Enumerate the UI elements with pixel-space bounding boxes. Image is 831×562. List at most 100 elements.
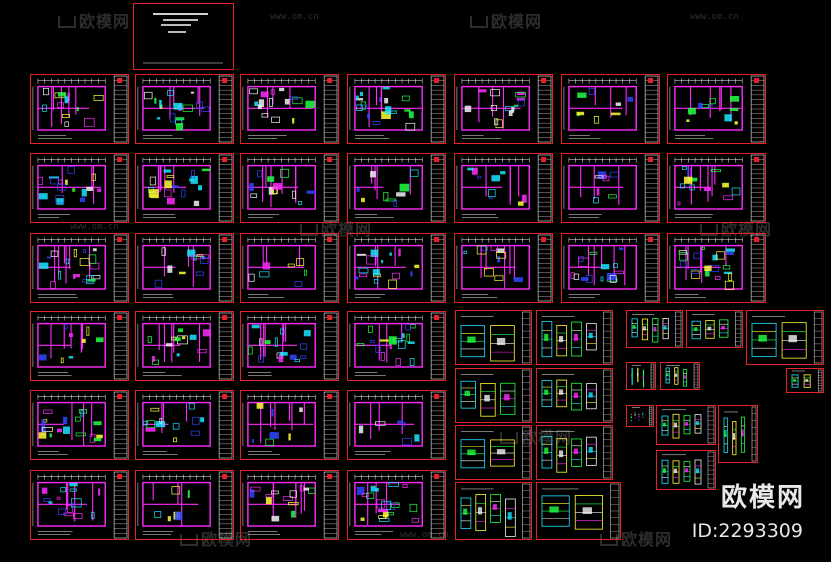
detail-sheet[interactable] [686, 310, 743, 348]
floor-plan-sheet[interactable] [667, 74, 766, 144]
watermark-text: 欧模网 [79, 12, 131, 31]
floor-plan-sheet[interactable] [347, 74, 446, 144]
floor-plan-sheet[interactable] [240, 390, 339, 460]
watermark-url: www.om.cn [270, 12, 319, 22]
sheet-drawing [30, 311, 129, 381]
house-logo-icon [58, 16, 76, 28]
sheet-drawing [135, 74, 234, 144]
floor-plan-sheet[interactable] [240, 74, 339, 144]
house-logo-icon [300, 224, 318, 236]
floor-plan-sheet[interactable] [135, 233, 234, 303]
brand-logo-text: 欧模网 [720, 483, 805, 513]
sheet-drawing [30, 233, 129, 303]
floor-plan-sheet[interactable] [240, 311, 339, 381]
sheet-drawing [240, 470, 339, 540]
detail-sheet[interactable] [536, 368, 613, 423]
sheet-drawing [240, 390, 339, 460]
sheet-drawing [240, 153, 339, 223]
watermark-url: www.om.cn [70, 222, 119, 232]
floor-plan-sheet[interactable] [135, 470, 234, 540]
floor-plan-sheet[interactable] [240, 470, 339, 540]
detail-sheet[interactable] [660, 362, 700, 390]
sheet-drawing [347, 470, 446, 540]
detail-sheet[interactable] [455, 482, 532, 540]
detail-sheet[interactable] [455, 310, 532, 365]
floor-plan-sheet[interactable] [561, 74, 660, 144]
floor-plan-sheet[interactable] [30, 153, 129, 223]
floor-plan-sheet[interactable] [30, 233, 129, 303]
floor-plan-sheet[interactable] [454, 74, 553, 144]
detail-sheet[interactable] [455, 425, 532, 480]
detail-sheet[interactable] [786, 368, 824, 393]
floor-plan-sheet[interactable] [561, 233, 660, 303]
sheet-drawing [718, 405, 758, 463]
detail-sheet[interactable] [536, 482, 621, 540]
floor-plan-sheet[interactable] [30, 74, 129, 144]
sheet-drawing [30, 74, 129, 144]
detail-sheet[interactable] [626, 362, 656, 390]
sheet-drawing [454, 74, 553, 144]
sheet-drawing [454, 233, 553, 303]
floor-plan-sheet[interactable] [347, 233, 446, 303]
detail-sheet[interactable] [455, 368, 532, 423]
sheet-drawing [135, 470, 234, 540]
floor-plan-sheet[interactable] [30, 470, 129, 540]
detail-sheet[interactable] [626, 405, 654, 427]
sheet-drawing [240, 233, 339, 303]
detail-sheet[interactable] [656, 405, 716, 445]
detail-sheet[interactable] [718, 405, 758, 463]
watermark-text: 欧模网 [721, 220, 773, 239]
sheet-drawing [455, 368, 532, 423]
floor-plan-sheet[interactable] [454, 233, 553, 303]
sheet-drawing [536, 368, 613, 423]
floor-plan-sheet[interactable] [240, 233, 339, 303]
house-logo-icon [600, 534, 618, 546]
floor-plan-sheet[interactable] [667, 233, 766, 303]
floor-plan-sheet[interactable] [30, 311, 129, 381]
floor-plan-sheet[interactable] [347, 153, 446, 223]
watermark-logo: 欧模网 [700, 216, 772, 240]
floor-plan-sheet[interactable] [30, 390, 129, 460]
detail-sheet[interactable] [536, 425, 613, 480]
sheet-drawing [30, 390, 129, 460]
watermark-logo: 欧模网 [500, 424, 572, 448]
sheet-drawing [135, 390, 234, 460]
floor-plan-sheet[interactable] [135, 390, 234, 460]
floor-plan-sheet[interactable] [135, 153, 234, 223]
sheet-drawing [626, 405, 654, 427]
sheet-drawing [455, 425, 532, 480]
sheet-drawing [455, 482, 532, 540]
detail-sheet[interactable] [626, 310, 683, 348]
floor-plan-sheet[interactable] [667, 153, 766, 223]
floor-plan-sheet[interactable] [561, 153, 660, 223]
watermark-logo: 欧模网 [600, 526, 672, 550]
sheet-drawing [30, 470, 129, 540]
watermark-text: 欧模网 [521, 428, 573, 447]
sheet-drawing [686, 310, 743, 348]
watermark-text: 欧模网 [621, 530, 673, 549]
sheet-drawing [30, 153, 129, 223]
floor-plan-sheet[interactable] [454, 153, 553, 223]
floor-plan-sheet[interactable] [347, 390, 446, 460]
sheet-drawing [667, 153, 766, 223]
sheet-drawing [561, 233, 660, 303]
drawing-id-label: ID:2293309 [691, 520, 803, 542]
sheet-drawing [660, 362, 700, 390]
floor-plan-sheet[interactable] [240, 153, 339, 223]
watermark-logo: 欧模网 [300, 216, 372, 240]
floor-plan-sheet[interactable] [135, 74, 234, 144]
watermark-logo: 欧模网 [58, 8, 130, 32]
detail-sheet[interactable] [536, 310, 613, 365]
floor-plan-sheet[interactable] [347, 470, 446, 540]
sheet-drawing [656, 405, 716, 445]
detail-sheet[interactable] [656, 450, 716, 490]
sheet-drawing [561, 74, 660, 144]
sheet-drawing [135, 233, 234, 303]
sheet-drawing [626, 310, 683, 348]
detail-sheet[interactable] [746, 310, 824, 365]
cover-sheet[interactable] [133, 3, 234, 70]
floor-plan-sheet[interactable] [347, 311, 446, 381]
floor-plan-sheet[interactable] [135, 311, 234, 381]
house-logo-icon [470, 16, 488, 28]
sheet-drawing [536, 310, 613, 365]
